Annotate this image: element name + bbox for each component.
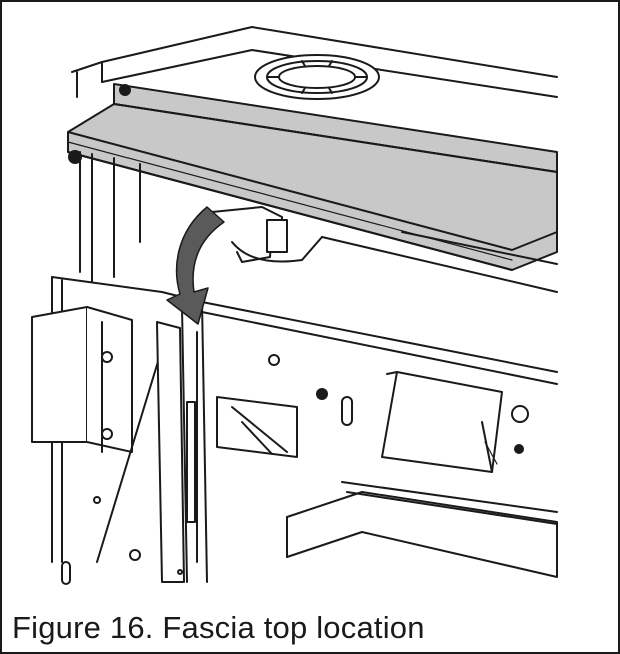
fascia-top: [67, 103, 558, 271]
fascia-installation-diagram: [31, 26, 558, 585]
stove-body: [31, 276, 558, 585]
fascia-screw-front: [68, 150, 82, 164]
flue-collar-ring: [254, 54, 380, 100]
figure-caption: Figure 16. Fascia top location: [12, 610, 425, 645]
fascia-screw-rear: [119, 84, 131, 96]
bottom-shelf: [286, 491, 558, 578]
fitting-direction-arrow: [166, 206, 225, 325]
stove-top-panel: [71, 26, 558, 78]
right-flap: [381, 371, 503, 473]
